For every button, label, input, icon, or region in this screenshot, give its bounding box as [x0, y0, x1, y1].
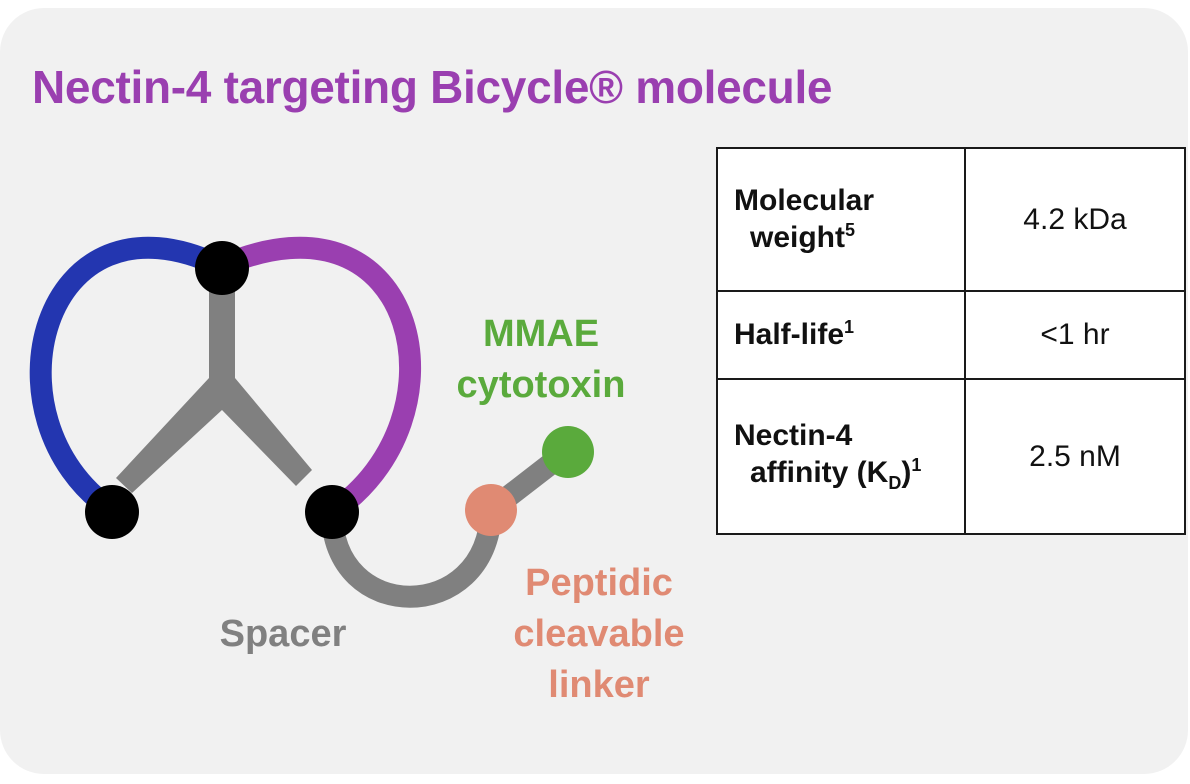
top-anchor-node — [195, 241, 249, 295]
property-label-text: Half-life — [734, 317, 845, 351]
footnote-marker: 5 — [845, 219, 856, 240]
property-label: Molecular weight5 — [716, 147, 966, 292]
spacer-label: Spacer — [220, 613, 347, 655]
linker-label-line2: cleavable — [513, 613, 684, 655]
payload-label-line1: MMAE — [483, 313, 599, 355]
linker-label-line3: linker — [548, 664, 650, 706]
property-value: <1 hr — [964, 290, 1186, 380]
figure-title: Nectin-4 targeting Bicycle® molecule — [32, 61, 833, 113]
left-peptide-loop — [29, 236, 231, 521]
central-scaffold — [116, 290, 312, 493]
property-label-text: Nectin-4 — [734, 419, 853, 453]
left-anchor-node — [85, 485, 139, 539]
property-label: Nectin-4 affinity (KD)1 — [716, 378, 966, 535]
property-label-text: ) — [901, 455, 912, 489]
table-row: Nectin-4 affinity (KD)1 2.5 nM — [716, 378, 1186, 535]
table-row: Molecular weight5 4.2 kDa — [716, 147, 1186, 292]
property-label-text: affinity (K — [750, 455, 889, 489]
right-peptide-loop — [211, 236, 422, 523]
footnote-marker: 1 — [844, 316, 855, 337]
table-row: Half-life1 <1 hr — [716, 290, 1186, 380]
payload-label-line2: cytotoxin — [457, 364, 626, 406]
linker-node — [465, 484, 517, 536]
footnote-marker: 1 — [911, 454, 922, 475]
subscript-marker: D — [888, 472, 902, 493]
property-label: Half-life1 — [716, 290, 966, 380]
property-label-text: weight — [750, 220, 845, 254]
linker-label-line1: Peptidic — [525, 562, 673, 604]
payload-node — [542, 426, 594, 478]
properties-table: Molecular weight5 4.2 kDa Half-life1 <1 … — [716, 147, 1186, 535]
spacer-arc — [321, 501, 502, 608]
property-value: 2.5 nM — [964, 378, 1186, 535]
property-value: 4.2 kDa — [964, 147, 1186, 292]
property-label-text: Molecular — [734, 183, 875, 217]
right-anchor-node — [305, 485, 359, 539]
